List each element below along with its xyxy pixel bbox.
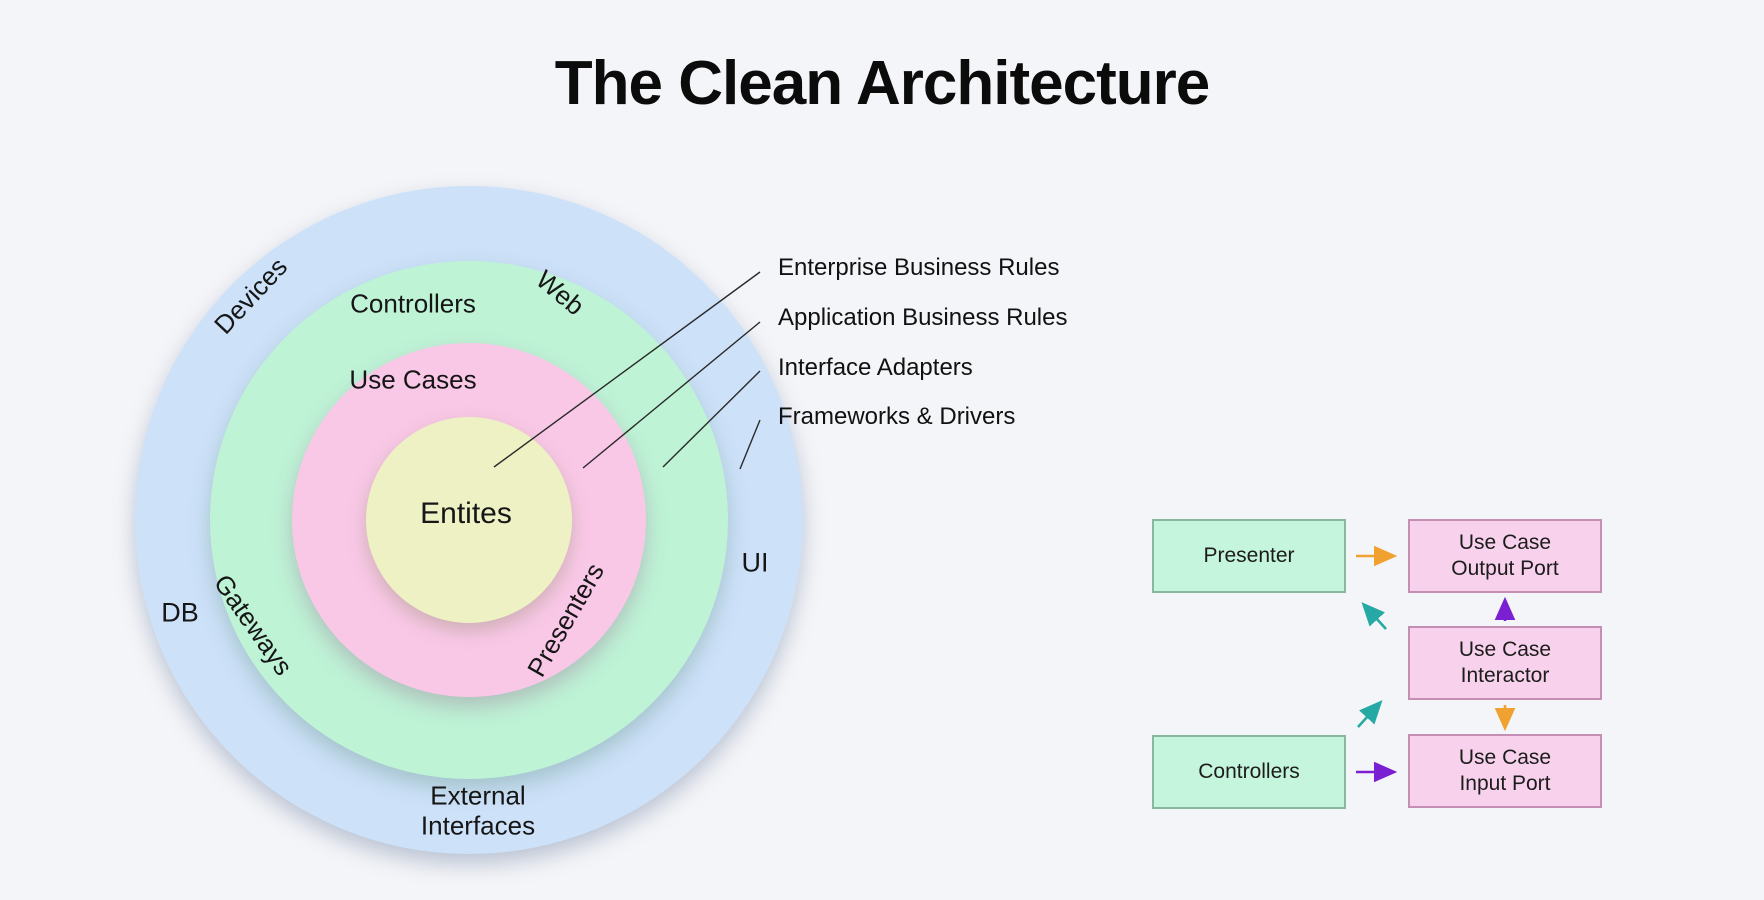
flow-box-controllers: Controllers bbox=[1152, 735, 1346, 809]
ring-label-external: External bbox=[430, 780, 526, 811]
ring-label-controllers: Controllers bbox=[350, 288, 476, 319]
legend-application-business-rules: Application Business Rules bbox=[778, 304, 1068, 331]
flow-box-use-case-interactor: Use Case Interactor bbox=[1408, 626, 1602, 700]
ring-label-use-cases: Use Cases bbox=[349, 364, 477, 395]
arrow-flow-up-right bbox=[1357, 700, 1383, 728]
flow-box-presenter: Presenter bbox=[1152, 519, 1346, 593]
page-title: The Clean Architecture bbox=[554, 49, 1210, 118]
legend-enterprise-business-rules: Enterprise Business Rules bbox=[778, 254, 1060, 281]
ring-label-db: DB bbox=[161, 597, 199, 628]
ring-label-entities: Entites bbox=[420, 497, 512, 530]
flow-box-use-case-output-port: Use Case Output Port bbox=[1408, 519, 1602, 593]
ring-label-interfaces: Interfaces bbox=[420, 810, 536, 841]
ring-label-ui: UI bbox=[741, 547, 769, 578]
legend-interface-adapters: Interface Adapters bbox=[778, 354, 973, 381]
arrow-flow-up-left bbox=[1361, 602, 1387, 630]
flow-box-use-case-input-port: Use Case Input Port bbox=[1408, 734, 1602, 808]
legend-frameworks-drivers: Frameworks & Drivers bbox=[778, 403, 1016, 430]
